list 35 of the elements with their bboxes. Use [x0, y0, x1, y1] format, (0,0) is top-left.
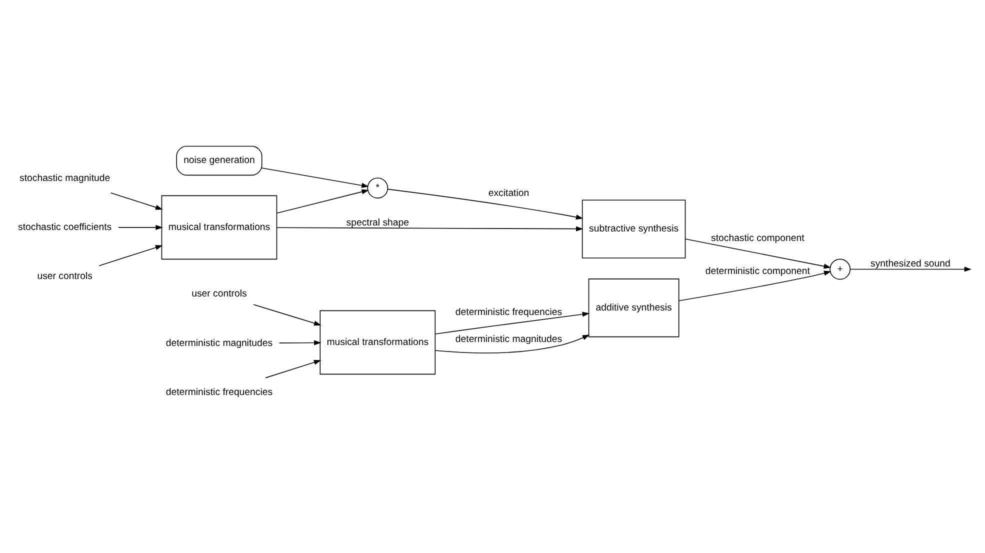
- edge-label: deterministic magnitudes: [455, 334, 562, 346]
- node-text: user controls: [37, 270, 92, 282]
- node-box: musical transformations: [161, 195, 278, 260]
- arrow: [278, 340, 322, 346]
- node-text: deterministic magnitudes: [166, 338, 273, 349]
- node-box: noise generation: [176, 146, 262, 176]
- edge-label: deterministic component: [705, 266, 810, 277]
- node-box: additive synthesis: [588, 278, 680, 338]
- arrow: [110, 192, 163, 210]
- node-box: musical transformations: [320, 310, 436, 375]
- node-text: stochastic magnitude: [20, 172, 110, 184]
- node-box: subtractive synthesis: [582, 200, 686, 258]
- edge-label: synthesized sound: [870, 258, 950, 270]
- arrow: [434, 312, 590, 334]
- arrow: [276, 226, 584, 232]
- node-circle: *: [367, 178, 388, 198]
- edge-label: spectral shape: [346, 218, 410, 229]
- arrow: [253, 304, 322, 326]
- arrow: [98, 245, 163, 266]
- arrow: [118, 224, 163, 230]
- arrow: [276, 189, 369, 214]
- arrow: [265, 360, 322, 378]
- node-text: user controls: [192, 288, 247, 300]
- node-circle: +: [830, 258, 851, 280]
- arrow: [850, 266, 972, 272]
- arrow: [678, 270, 832, 302]
- arrow: [261, 168, 369, 188]
- edge-label: excitation: [488, 188, 530, 199]
- node-text: stochastic coefficients: [18, 222, 112, 233]
- arrow: [434, 334, 590, 354]
- edge-label: stochastic component: [711, 232, 804, 244]
- edge-label: deterministic frequencies: [455, 306, 562, 318]
- node-text: deterministic frequencies: [166, 386, 273, 398]
- arrow: [685, 238, 832, 269]
- arrow: [387, 188, 584, 220]
